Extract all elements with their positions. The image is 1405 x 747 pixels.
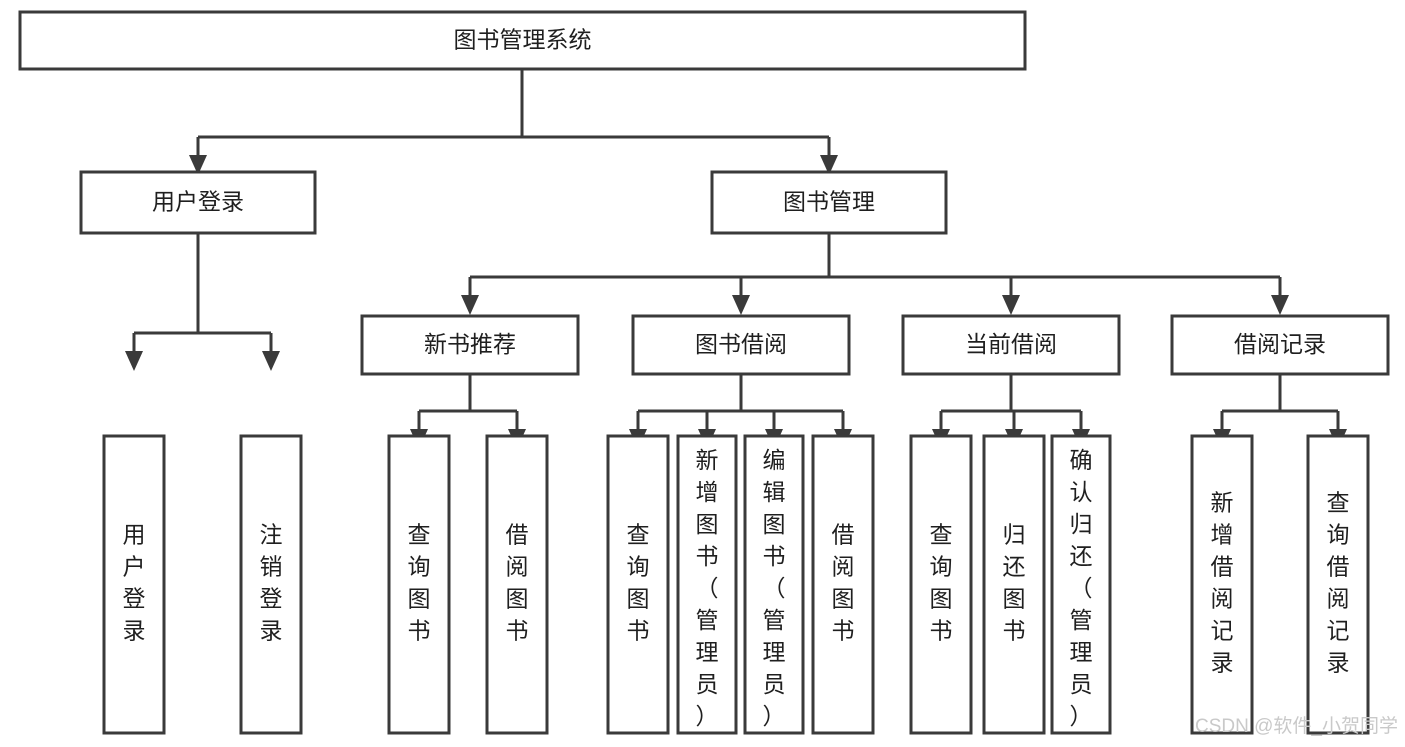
leaf-node-13[interactable]: 查询借阅记录: [1306, 434, 1370, 735]
leaf-node-label: 查询借阅记录: [1327, 490, 1350, 676]
leaf-node-label: 查询图书: [930, 522, 953, 644]
level2-node-label: 当前借阅: [965, 331, 1057, 357]
leaf-node-box[interactable]: [239, 434, 303, 735]
level1-node-label: 用户登录: [152, 189, 244, 215]
leaf-node-5[interactable]: 查询图书: [606, 434, 670, 735]
leaf-node-box[interactable]: [676, 434, 738, 735]
leaf-node-label: 查询图书: [408, 522, 431, 644]
leaf-node-box[interactable]: [982, 434, 1046, 735]
leaf-node-label: 归还图书: [1003, 522, 1026, 644]
leaf-node-box[interactable]: [606, 434, 670, 735]
level2-node-label: 图书借阅: [695, 331, 787, 357]
level1-node-label: 图书管理: [783, 189, 875, 215]
leaf-node-8[interactable]: 借阅图书: [811, 434, 875, 735]
leaf-node-2[interactable]: 注销登录: [239, 434, 303, 735]
leaf-node-box[interactable]: [102, 434, 166, 735]
level1-node-2[interactable]: 图书管理: [710, 170, 948, 235]
level2-node-4[interactable]: 借阅记录: [1170, 314, 1390, 376]
leaf-node-7[interactable]: 编辑图书（管理员）: [743, 434, 805, 735]
root-node-box[interactable]: [18, 10, 1027, 71]
level2-node-label: 借阅记录: [1234, 331, 1326, 357]
leaf-node-label: 编辑图书（管理员）: [763, 447, 786, 729]
leaf-node-label: 注销登录: [260, 522, 283, 644]
leaf-node-box[interactable]: [1050, 434, 1112, 735]
leaf-node-11[interactable]: 确认归还（管理员）: [1050, 434, 1112, 735]
leaf-node-label: 借阅图书: [506, 522, 529, 644]
leaf-node-label: 新增借阅记录: [1211, 490, 1234, 676]
level2-node-label: 新书推荐: [424, 331, 516, 357]
leaf-node-label: 查询图书: [627, 522, 650, 644]
node-layer: 图书管理系统用户登录图书管理新书推荐图书借阅当前借阅借阅记录用户登录注销登录查询…: [18, 10, 1390, 735]
level2-node-2[interactable]: 图书借阅: [631, 314, 851, 376]
leaf-node-12[interactable]: 新增借阅记录: [1190, 434, 1254, 735]
level2-node-box[interactable]: [1170, 314, 1390, 376]
connector-user-login-to-leaves: [125, 233, 280, 371]
level2-node-box[interactable]: [631, 314, 851, 376]
leaf-node-box[interactable]: [485, 434, 549, 735]
root-node-label: 图书管理系统: [454, 27, 592, 53]
leaf-node-label: 确认归还（管理员）: [1070, 447, 1093, 729]
leaf-node-4[interactable]: 借阅图书: [485, 434, 549, 735]
leaf-node-box[interactable]: [1190, 434, 1254, 735]
leaf-node-3[interactable]: 查询图书: [387, 434, 451, 735]
leaf-node-box[interactable]: [1306, 434, 1370, 735]
leaf-node-box[interactable]: [811, 434, 875, 735]
level2-node-box[interactable]: [360, 314, 580, 376]
leaf-node-box[interactable]: [387, 434, 451, 735]
csdn-watermark: CSDN @软件_小贺同学: [1195, 715, 1398, 737]
level1-node-box[interactable]: [710, 170, 948, 235]
root-node-1[interactable]: 图书管理系统: [18, 10, 1027, 71]
leaf-node-9[interactable]: 查询图书: [909, 434, 973, 735]
level2-node-box[interactable]: [901, 314, 1121, 376]
level2-node-1[interactable]: 新书推荐: [360, 314, 580, 376]
leaf-node-label: 新增图书（管理员）: [696, 447, 719, 729]
leaf-node-box[interactable]: [743, 434, 805, 735]
connector-layer: [125, 69, 1347, 449]
connector-root-to-level1: [189, 69, 838, 175]
level1-node-box[interactable]: [79, 170, 317, 235]
leaf-node-6[interactable]: 新增图书（管理员）: [676, 434, 738, 735]
leaf-node-10[interactable]: 归还图书: [982, 434, 1046, 735]
connector-book-mgmt-to-level2: [461, 233, 1289, 315]
level2-node-3[interactable]: 当前借阅: [901, 314, 1121, 376]
level1-node-1[interactable]: 用户登录: [79, 170, 317, 235]
leaf-node-1[interactable]: 用户登录: [102, 434, 166, 735]
leaf-node-label: 借阅图书: [832, 522, 855, 644]
leaf-node-box[interactable]: [909, 434, 973, 735]
leaf-node-label: 用户登录: [123, 522, 146, 644]
